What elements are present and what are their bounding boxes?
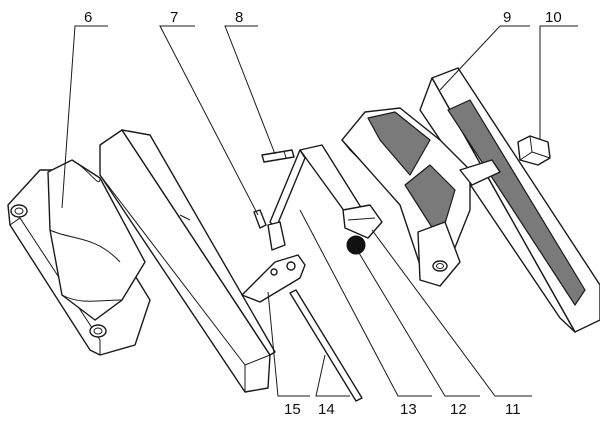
callout-8: 8 xyxy=(224,9,276,155)
callout-15: 15 xyxy=(267,291,310,418)
callout-13: 13 xyxy=(299,209,432,418)
callout-9-label: 9 xyxy=(503,9,511,26)
callout-6: 6 xyxy=(61,9,108,209)
callout-12: 12 xyxy=(355,247,480,418)
callout-8-label: 8 xyxy=(235,9,243,26)
callout-10-label: 10 xyxy=(545,9,562,26)
part-7-pin xyxy=(253,209,267,229)
part-15-lever xyxy=(241,254,306,303)
part-6-base-bracket xyxy=(7,129,276,393)
callout-14-label: 14 xyxy=(318,401,335,418)
part-10-knob xyxy=(517,135,551,166)
callout-7: 7 xyxy=(159,9,259,216)
callout-11-label: 11 xyxy=(505,401,521,418)
part-14-shaft xyxy=(289,289,363,402)
part-13-strip xyxy=(267,144,373,251)
callout-9: 9 xyxy=(439,9,530,91)
part-12-ball xyxy=(346,235,366,255)
callout-15-label: 15 xyxy=(284,401,301,418)
callout-7-label: 7 xyxy=(170,9,178,26)
callout-10: 10 xyxy=(539,9,578,140)
callout-11: 11 xyxy=(371,229,532,418)
callout-13-label: 13 xyxy=(400,401,417,418)
part-11-latch-block xyxy=(342,204,383,239)
part-8-rod xyxy=(261,149,295,163)
callout-14: 14 xyxy=(315,354,350,418)
callout-6-label: 6 xyxy=(84,9,92,26)
part-9-handle xyxy=(341,67,600,333)
callout-12-label: 12 xyxy=(450,401,467,418)
